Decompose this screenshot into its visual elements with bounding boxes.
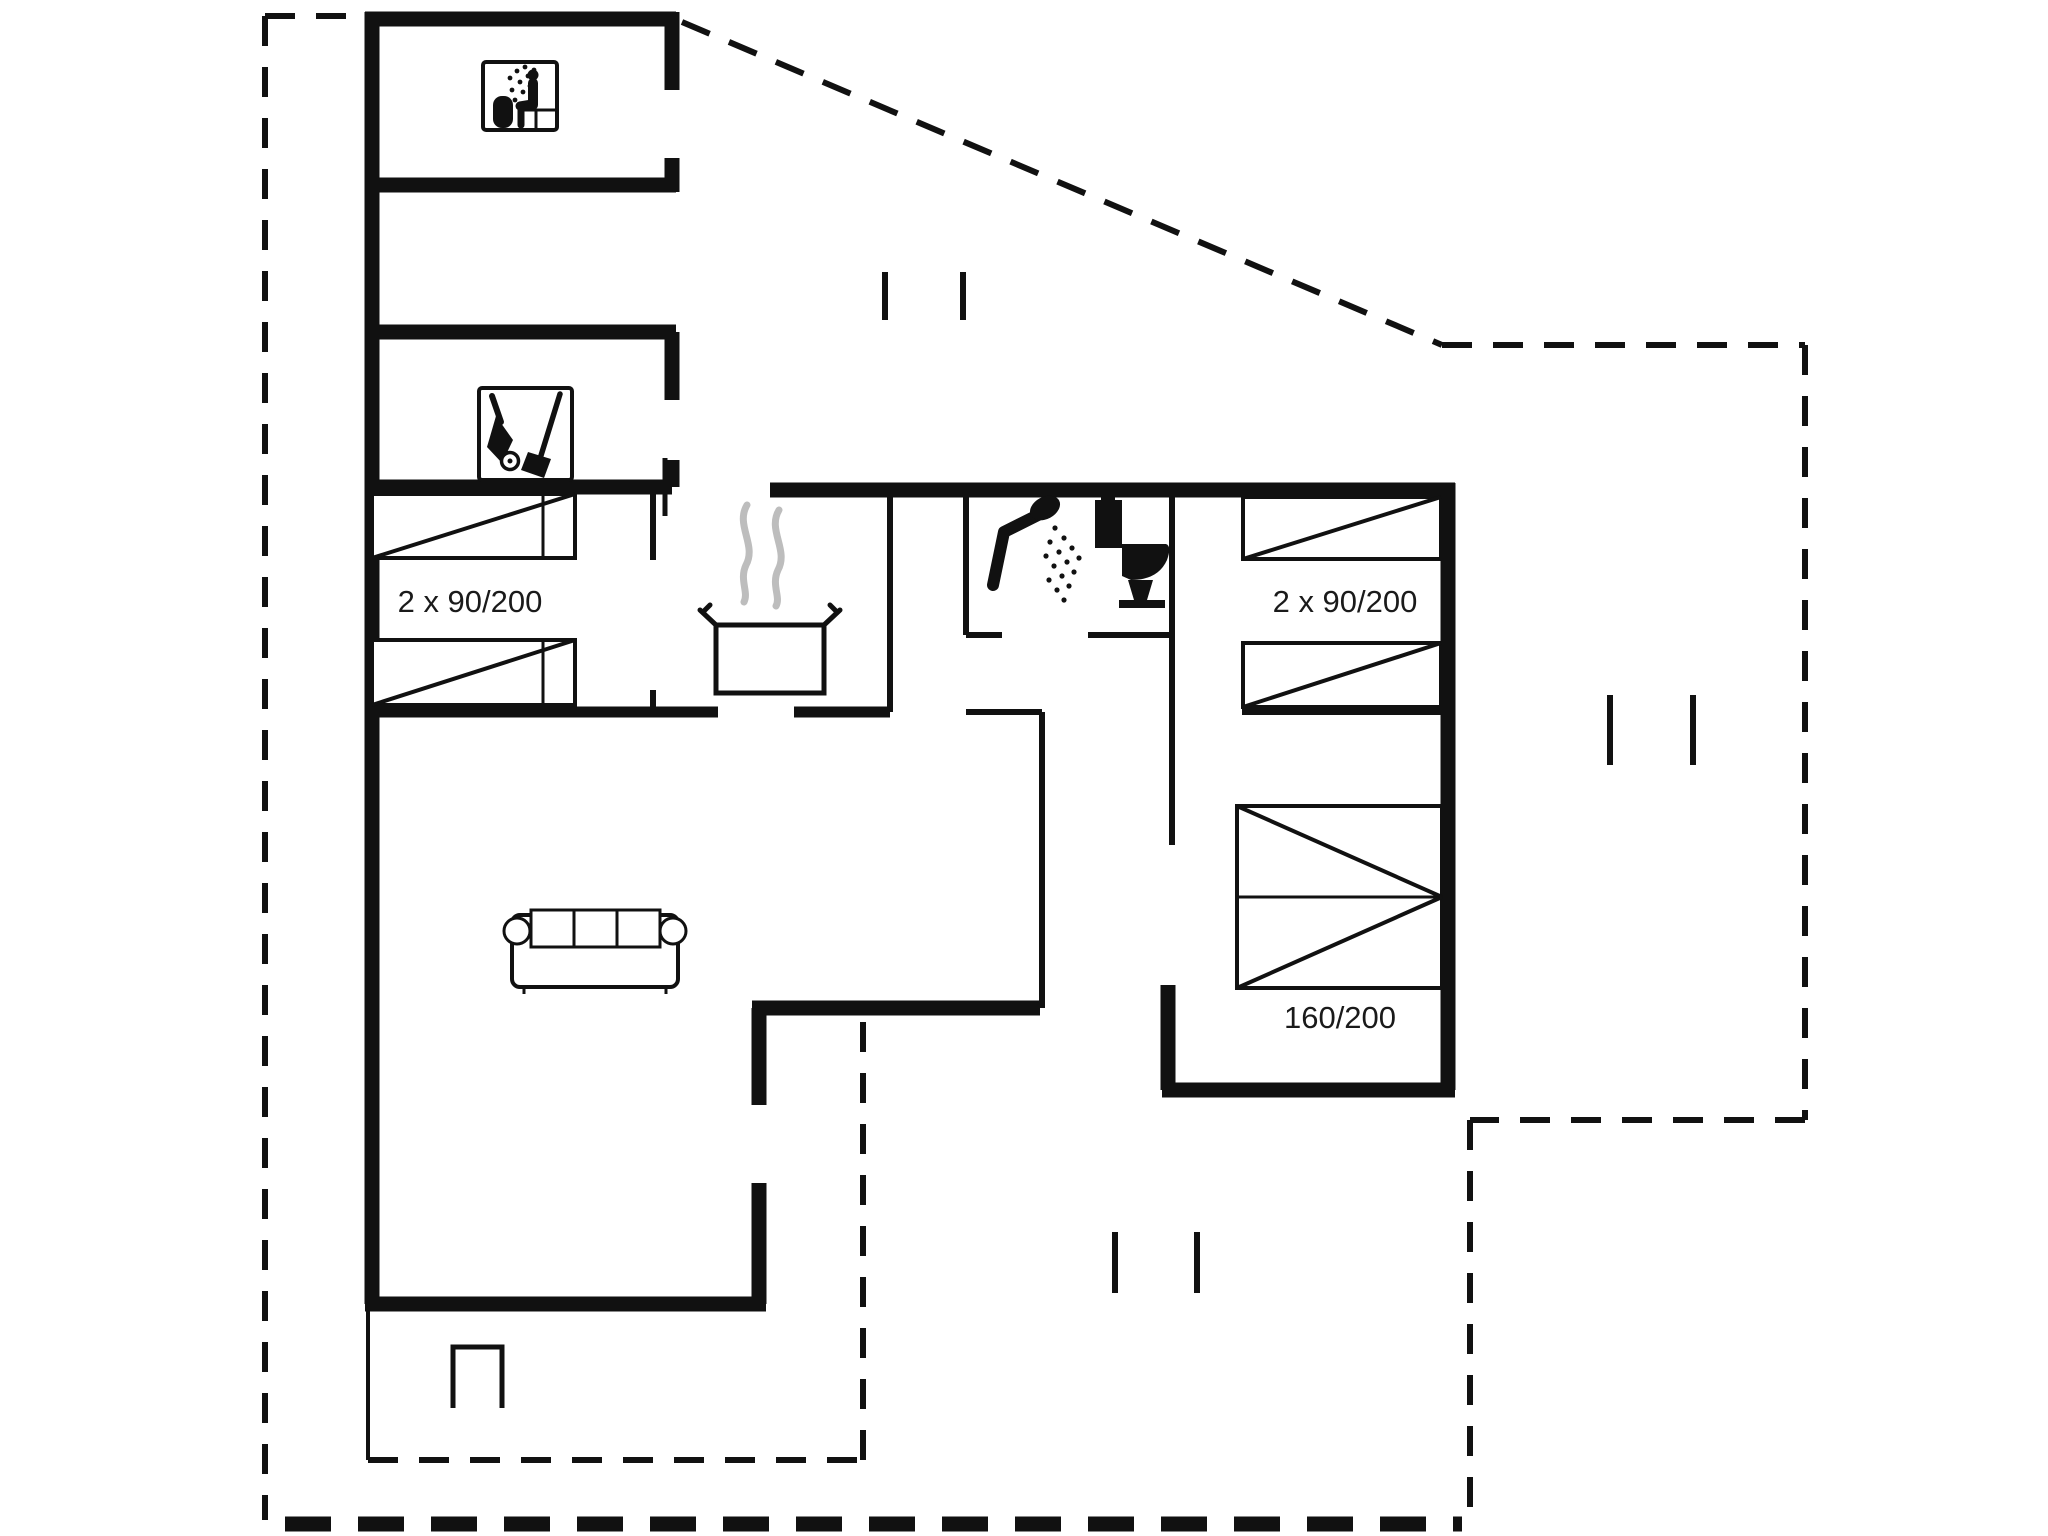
sofa [502,908,688,994]
sauna-icon [481,60,559,132]
bed-northeast-2 [1241,641,1443,709]
sauna-person [515,69,539,129]
entrance-step [450,1344,505,1408]
terrace-ticks-south [1112,1232,1200,1293]
shower-spray-dots [1043,525,1082,603]
plot-boundary-dashed [262,13,1808,1520]
bed-west-1 [370,492,577,560]
window-tick-marks [662,272,1696,1293]
steam-lines [739,501,785,610]
bedroom-northeast-label: 2 x 90/200 [1273,584,1418,619]
toilet-icon [1095,492,1170,608]
cooking-pot-icon [697,501,843,696]
shower-icon [987,495,1082,603]
bed-labels: 2 x 90/200 2 x 90/200 160/200 [398,584,1418,1035]
bedroom-west-label: 2 x 90/200 [398,584,543,619]
interior-walls [650,487,1448,1008]
terrace-ticks-east [1607,695,1696,765]
terrace-ticks-north [882,272,966,320]
bed-west-2 [370,638,577,707]
boundary-diagonal [680,19,1444,348]
bed-southeast-double [1235,804,1444,990]
terrace-details [366,1304,505,1460]
vacuum-broom-icon [477,386,574,482]
beds [370,492,1444,990]
exterior-walls [364,11,1456,1312]
bedroom-southeast-label: 160/200 [1284,1000,1396,1035]
bed-northeast-1 [1241,495,1443,561]
